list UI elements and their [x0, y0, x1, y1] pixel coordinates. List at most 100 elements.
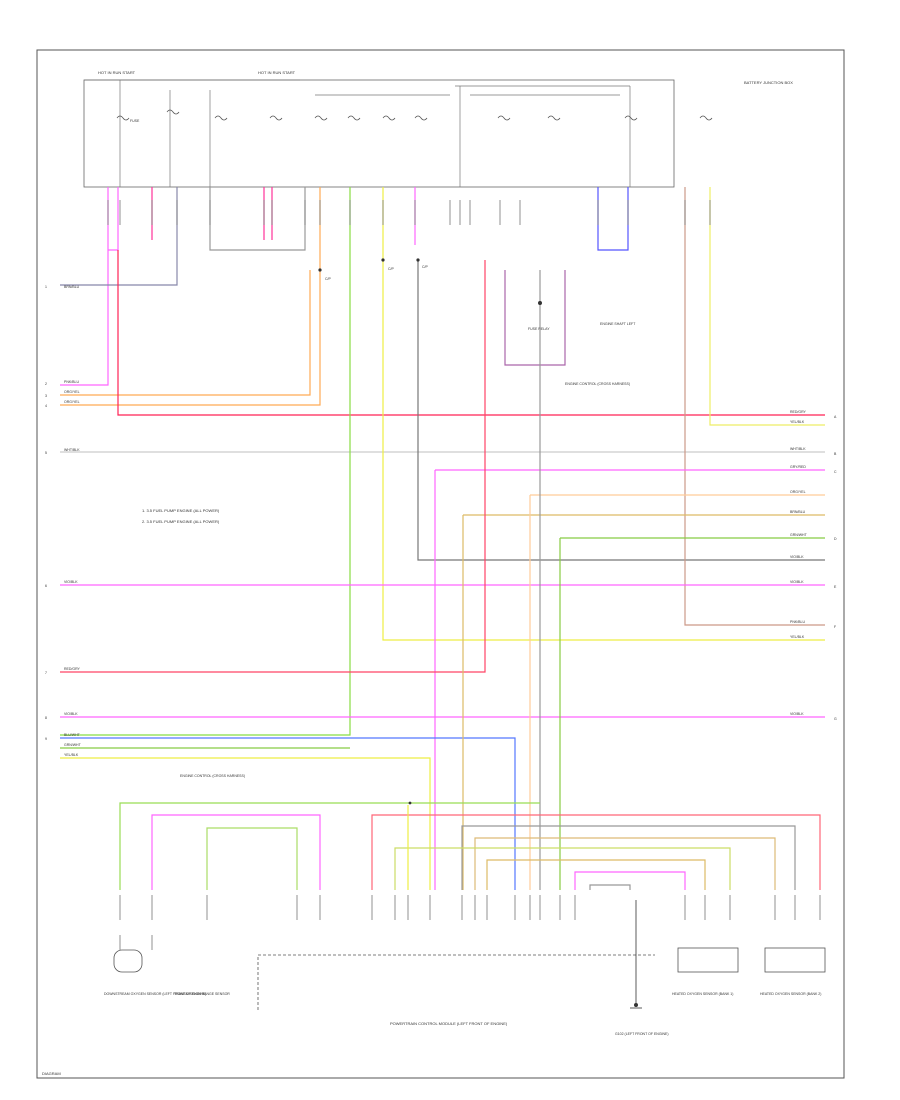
label-grn: GRN/WHT: [64, 743, 82, 747]
wire-orange-2: [60, 187, 321, 406]
left-edge-markers: 1 2 3 4 5 6 7 8 9: [45, 285, 47, 741]
edge-marker-left-2: 2: [45, 382, 47, 386]
wire-green-sensor2: [206, 827, 298, 890]
downstream-o2-sensor: [113, 935, 153, 973]
label-r-pnk: PNK/BLU: [790, 620, 805, 624]
label-r-red: RED/GRY: [790, 410, 807, 414]
wire-orange-1: [60, 270, 311, 396]
label-wht: WHT/BLK: [64, 448, 80, 452]
edge-marker-left-7: 7: [45, 671, 47, 675]
wire-gray-2: [589, 884, 631, 890]
right-edge-markers: A B C D E F G: [834, 415, 837, 721]
label-r-vio: VIO/BLK: [790, 555, 804, 559]
edge-marker-left-5: 5: [45, 451, 47, 455]
trans-range-label: TRANSMISSION RANGE SENSOR: [174, 992, 230, 996]
label-pnk: PNK/BLU: [64, 380, 79, 384]
label-r-vio2: VIO/BLK: [790, 580, 804, 584]
wire-green-sensor: [119, 802, 540, 890]
label-org2: ORG/YEL: [64, 400, 80, 404]
downstream-o2-label: DOWNSTREAM OXYGEN SENSOR (LEFT FRONT OF …: [104, 992, 206, 996]
ground-label: G102 (LEFT FRONT OF ENGINE): [615, 1032, 669, 1036]
connector-marks: [107, 200, 821, 920]
label-r-org: ORG/YEL: [790, 490, 806, 494]
edge-marker-right-A: A: [834, 415, 837, 419]
label-brn: BRN/BLU: [64, 285, 80, 289]
edge-marker-left-9: 9: [45, 737, 47, 741]
battery-junction-box-label: BATTERY JUNCTION BOX: [744, 80, 793, 85]
edge-marker-left-3: 3: [45, 394, 47, 398]
edge-marker-right-B: B: [834, 452, 837, 456]
hot-in-label-left: HOT IN RUN START: [98, 70, 136, 75]
wire-red-top: [117, 250, 825, 416]
wire-red-672: [60, 260, 486, 673]
heated-o2-right-box: [764, 947, 826, 973]
wire-yellow-383: [382, 187, 825, 641]
wire-magenta-2: [574, 871, 686, 890]
wire-violet-left: [60, 187, 109, 386]
wire-violet-left2: [108, 187, 119, 251]
edge-marker-right-E: E: [834, 585, 837, 589]
wire-gray-sensor: [461, 825, 796, 890]
wire-darkgray-418: [417, 260, 825, 561]
wire-magenta-sensor: [151, 814, 321, 890]
heated-o2-left-box: [677, 947, 739, 973]
cross-harness-note: ENGINE CONTROL (CROSS HARNESS): [180, 774, 245, 778]
wire-blue-loop: [597, 187, 629, 251]
label-r-yel2: YEL/BLK: [790, 635, 805, 639]
wire-red-sensor: [371, 814, 821, 890]
splice-dots: [318, 258, 638, 1007]
label-r-yel: YEL/BLK: [790, 420, 805, 424]
label-org: ORG/YEL: [64, 390, 80, 394]
edge-marker-right-F: F: [834, 625, 836, 629]
wires: [60, 187, 825, 890]
label-yel: YEL/BLK: [64, 753, 79, 757]
fuse-box-internals: [84, 79, 631, 187]
hot-in-label-right: HOT IN RUN START: [258, 70, 296, 75]
wire-blue-738: [60, 737, 516, 890]
legend-item-2: 2. 3.5 FUEL PUMP ENGINE (ALL POWER): [142, 519, 220, 524]
wire-darkviolet-505: [504, 270, 566, 366]
wire-gold-2: [486, 859, 706, 890]
heated-o2-right-label: HEATED OXYGEN SENSOR (BANK 2): [760, 992, 821, 996]
legend-item-1: 1. 3.5 FUEL PUMP ENGINE (ALL POWER): [142, 508, 220, 513]
page-id: DIAGRAM: [42, 1071, 61, 1076]
splice-label-3: C/P: [422, 265, 429, 269]
pcm-outline: [257, 954, 655, 1010]
label-r-grn: GRN/WHT: [790, 533, 808, 537]
fuse-symbols: [116, 109, 713, 121]
edge-marker-left-8: 8: [45, 716, 47, 720]
label-r-wht: WHT/BLK: [790, 447, 806, 451]
wire-brown-682: [684, 187, 825, 626]
wire-yellow-710: [709, 187, 825, 426]
label-r-vio3: VIO/BLK: [790, 712, 804, 716]
edge-marker-right-G: G: [834, 717, 837, 721]
wire-green-350: [60, 187, 351, 736]
wire-gray-210: [209, 187, 306, 251]
heated-o2-left-label: HEATED OXYGEN SENSOR (BANK 1): [672, 992, 733, 996]
diagram-frame: [36, 49, 845, 1079]
fuse-label: FUSE: [130, 119, 140, 123]
label-red: RED/GRY: [64, 667, 81, 671]
splice-label-1: C/P: [325, 277, 332, 281]
edge-marker-left-1: 1: [45, 285, 47, 289]
fuse-box: [83, 79, 675, 188]
splice-label-2: C/P: [388, 267, 395, 271]
edge-marker-right-C: C: [834, 470, 837, 474]
edge-marker-left-6: 6: [45, 584, 47, 588]
label-r-gry: GRY/RED: [790, 465, 806, 469]
edge-marker-left-4: 4: [45, 404, 47, 408]
ground-symbol: [630, 900, 642, 1009]
fuse-relay-label: FUSE RELAY: [528, 327, 550, 331]
label-vio2: VIO/BLK: [64, 712, 78, 716]
wire-yellow-758: [60, 757, 431, 890]
label-vio: VIO/BLK: [64, 580, 78, 584]
pcm-label: POWERTRAIN CONTROL MODULE (LEFT FRONT OF…: [390, 1021, 508, 1026]
label-r-brn: BRN/BLU: [790, 510, 806, 514]
engine-control-note: ENGINE CONTROL (CROSS HARNESS): [565, 382, 630, 386]
label-blu: BLU/WHT: [64, 733, 81, 737]
wire-tan-sensor: [474, 837, 776, 890]
edge-marker-right-D: D: [834, 537, 837, 541]
engine-shaft-note: ENGINE SHAFT LEFT: [600, 322, 636, 326]
wire-yellowgreen: [394, 847, 731, 890]
